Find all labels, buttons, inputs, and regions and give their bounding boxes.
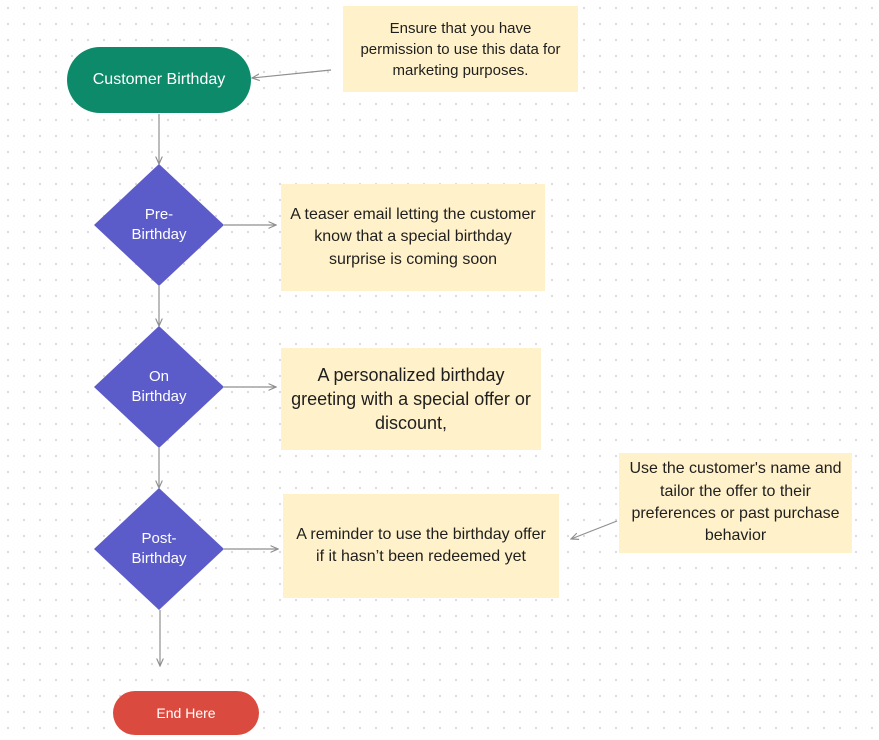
on-birthday-note: A personalized birthday greeting with a … [281,348,541,450]
post-birthday-label: Post- Birthday [131,529,187,567]
personalize-note: Use the customer's name and tailor the o… [619,453,852,553]
connector-personalize-note-to-reminder [571,520,618,539]
end-node-label: End Here [156,705,216,721]
pre-birthday-label: Pre- Birthday [131,205,187,243]
start-node-label: Customer Birthday [92,71,226,88]
post-birthday-note: A reminder to use the birthday offer if … [283,494,559,598]
end-node[interactable] [113,691,259,735]
permission-note: Ensure that you have permission to use t… [343,6,578,92]
on-birthday-label: On Birthday [131,367,187,405]
decision-on-birthday[interactable] [94,326,224,448]
decision-post-birthday[interactable] [94,488,224,610]
pre-birthday-note: A teaser email letting the customer know… [281,184,545,291]
connector-permission-note-to-start [252,69,332,78]
decision-pre-birthday[interactable] [94,164,224,286]
start-node[interactable] [67,47,251,113]
